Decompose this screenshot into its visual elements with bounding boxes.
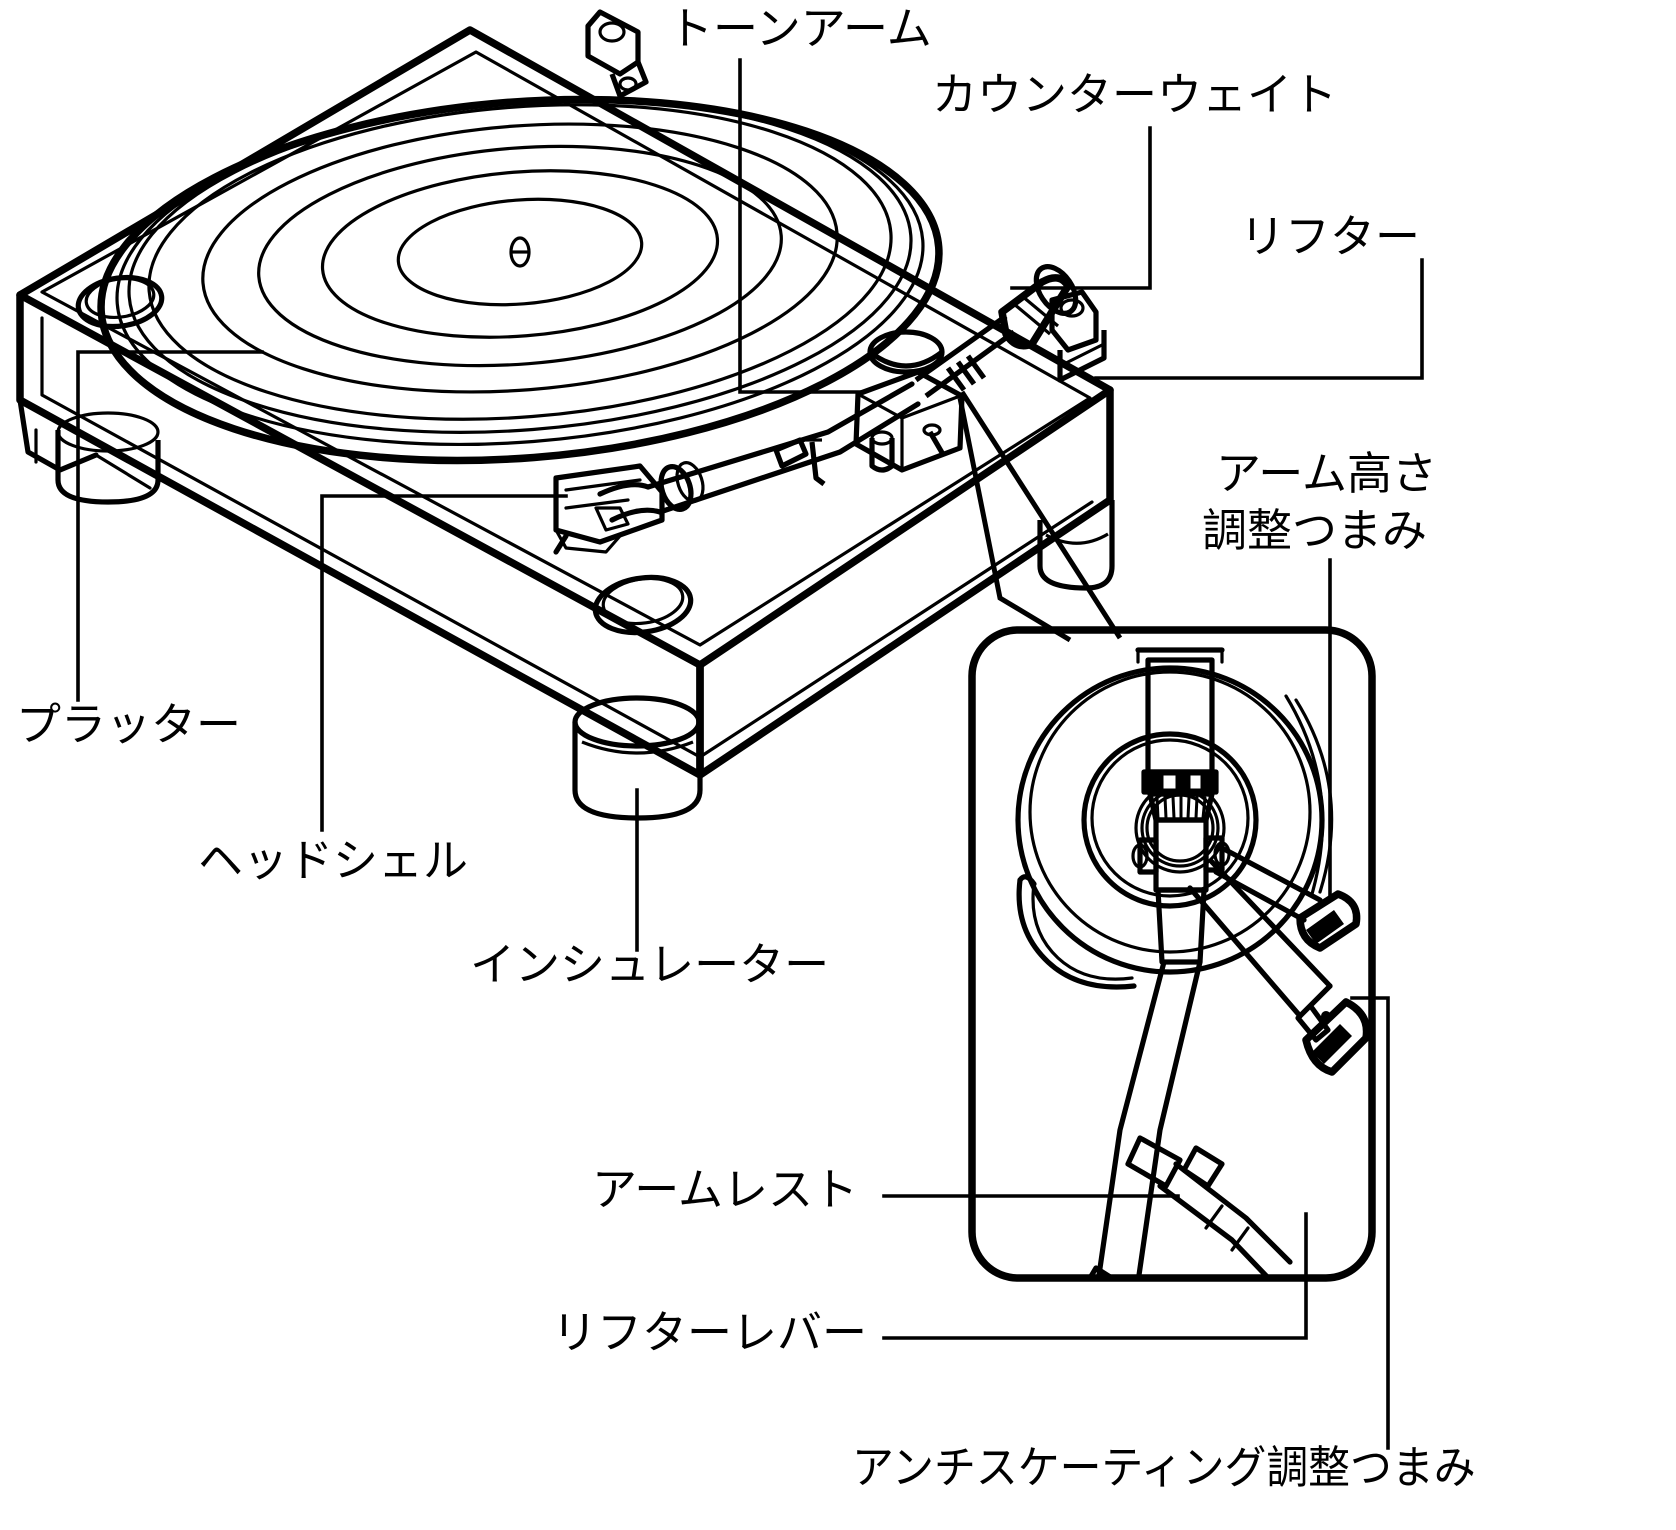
insulator-feet [55, 411, 1115, 821]
plinth-port [75, 274, 165, 330]
leader-counterweight [1010, 126, 1152, 290]
leader-lifter [1094, 258, 1424, 380]
plinth-port-front [592, 574, 694, 636]
label-lifter-lever: リフターレバー [552, 1306, 868, 1359]
counterweight [914, 264, 1079, 399]
leader-tonearm [738, 58, 864, 394]
label-platter: プラッター [16, 698, 242, 751]
label-headshell: ヘッドシェル [198, 834, 469, 887]
lifter [1049, 289, 1107, 383]
inset-contents [1015, 647, 1369, 1275]
platter [97, 95, 943, 465]
label-tonearm: トーンアーム [668, 2, 932, 55]
leader-antiskating [1350, 996, 1390, 1450]
leader-platter [76, 350, 264, 702]
label-arm-height-knob-line2: 調整つまみ [1202, 504, 1428, 557]
label-arm-height-knob-line1: アーム高さ [1216, 447, 1437, 500]
inset-connector [957, 390, 1123, 643]
hinge-block [585, 9, 649, 99]
leader-headshell [320, 494, 568, 832]
label-counterweight: カウンターウェイト [932, 68, 1338, 121]
label-antiskating-knob: アンチスケーティング調整つまみ [852, 1441, 1476, 1494]
tonearm-pivot [773, 329, 965, 487]
label-lifter: リフター [1240, 210, 1421, 263]
tonearm [553, 381, 921, 555]
leader-lifter-lever [882, 1212, 1308, 1340]
detail-inset-panel [968, 626, 1376, 1282]
leader-lines [76, 58, 1424, 1450]
label-insulator: インシュレーター [470, 938, 830, 991]
label-armrest: アームレスト [592, 1163, 858, 1216]
